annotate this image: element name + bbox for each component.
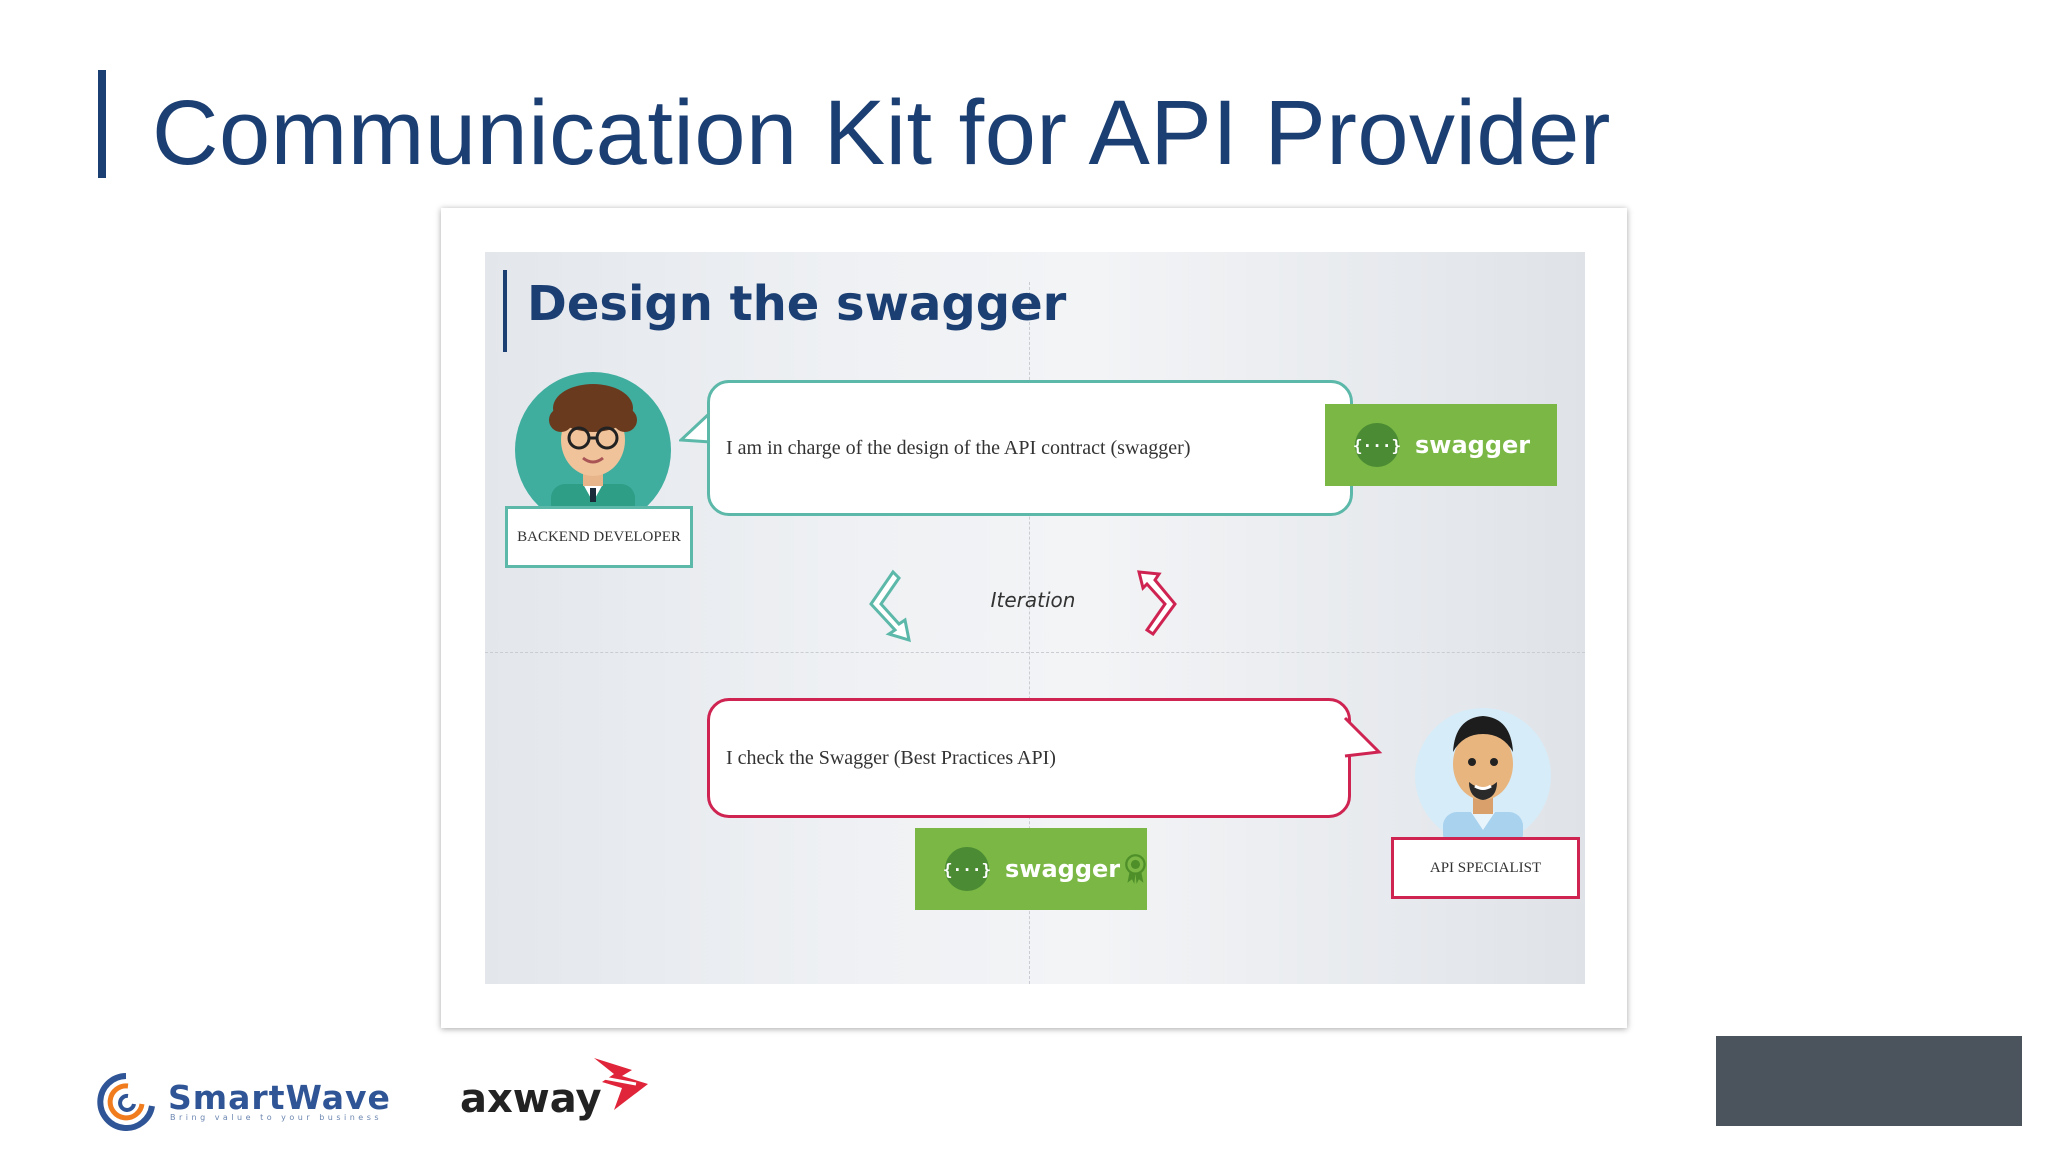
swagger-badge-bottom: {···} swagger [915, 828, 1147, 910]
left-iteration-arrow-icon [865, 568, 915, 644]
smartwave-tagline: Bring value to your business [170, 1113, 382, 1122]
smartwave-logo-text: SmartWave [168, 1078, 391, 1117]
horizontal-guide-line [485, 652, 1585, 653]
swagger-logo-icon: {···} [1355, 423, 1399, 467]
api-specialist-avatar [1403, 694, 1563, 844]
slide-title: Communication Kit for API Provider [152, 78, 1611, 188]
dark-rectangle [1716, 1036, 2022, 1126]
approval-seal-icon [1124, 841, 1147, 897]
iteration-label: Iteration [953, 588, 1113, 612]
title-accent-bar [98, 70, 106, 178]
swagger-badge-label: swagger [1005, 855, 1120, 883]
backend-developer-avatar [513, 372, 673, 512]
diagram-title: Design the swagger [527, 276, 1066, 332]
api-specialist-label: API SPECIALIST [1391, 837, 1580, 899]
diagram-canvas: Design the swagger BACKEND DEVELOPER I a… [485, 252, 1585, 984]
backend-message: I am in charge of the design of the API … [726, 383, 1190, 513]
axway-logo-icon [592, 1056, 650, 1112]
swagger-badge-top: {···} swagger [1325, 404, 1557, 486]
axway-logo-text: axway [460, 1076, 602, 1122]
swagger-logo-icon: {···} [945, 847, 989, 891]
swagger-badge-label: swagger [1415, 431, 1530, 459]
specialist-message: I check the Swagger (Best Practices API) [726, 701, 1056, 815]
diagram-title-accent-bar [503, 270, 507, 352]
right-iteration-arrow-icon [1133, 568, 1183, 644]
embedded-slide-image: Design the swagger BACKEND DEVELOPER I a… [441, 208, 1627, 1028]
specialist-speech-bubble: I check the Swagger (Best Practices API) [707, 698, 1351, 818]
backend-speech-bubble: I am in charge of the design of the API … [707, 380, 1353, 516]
backend-developer-label: BACKEND DEVELOPER [505, 506, 693, 568]
specialist-bubble-tail [1343, 716, 1383, 760]
smartwave-logo-icon [94, 1070, 158, 1134]
